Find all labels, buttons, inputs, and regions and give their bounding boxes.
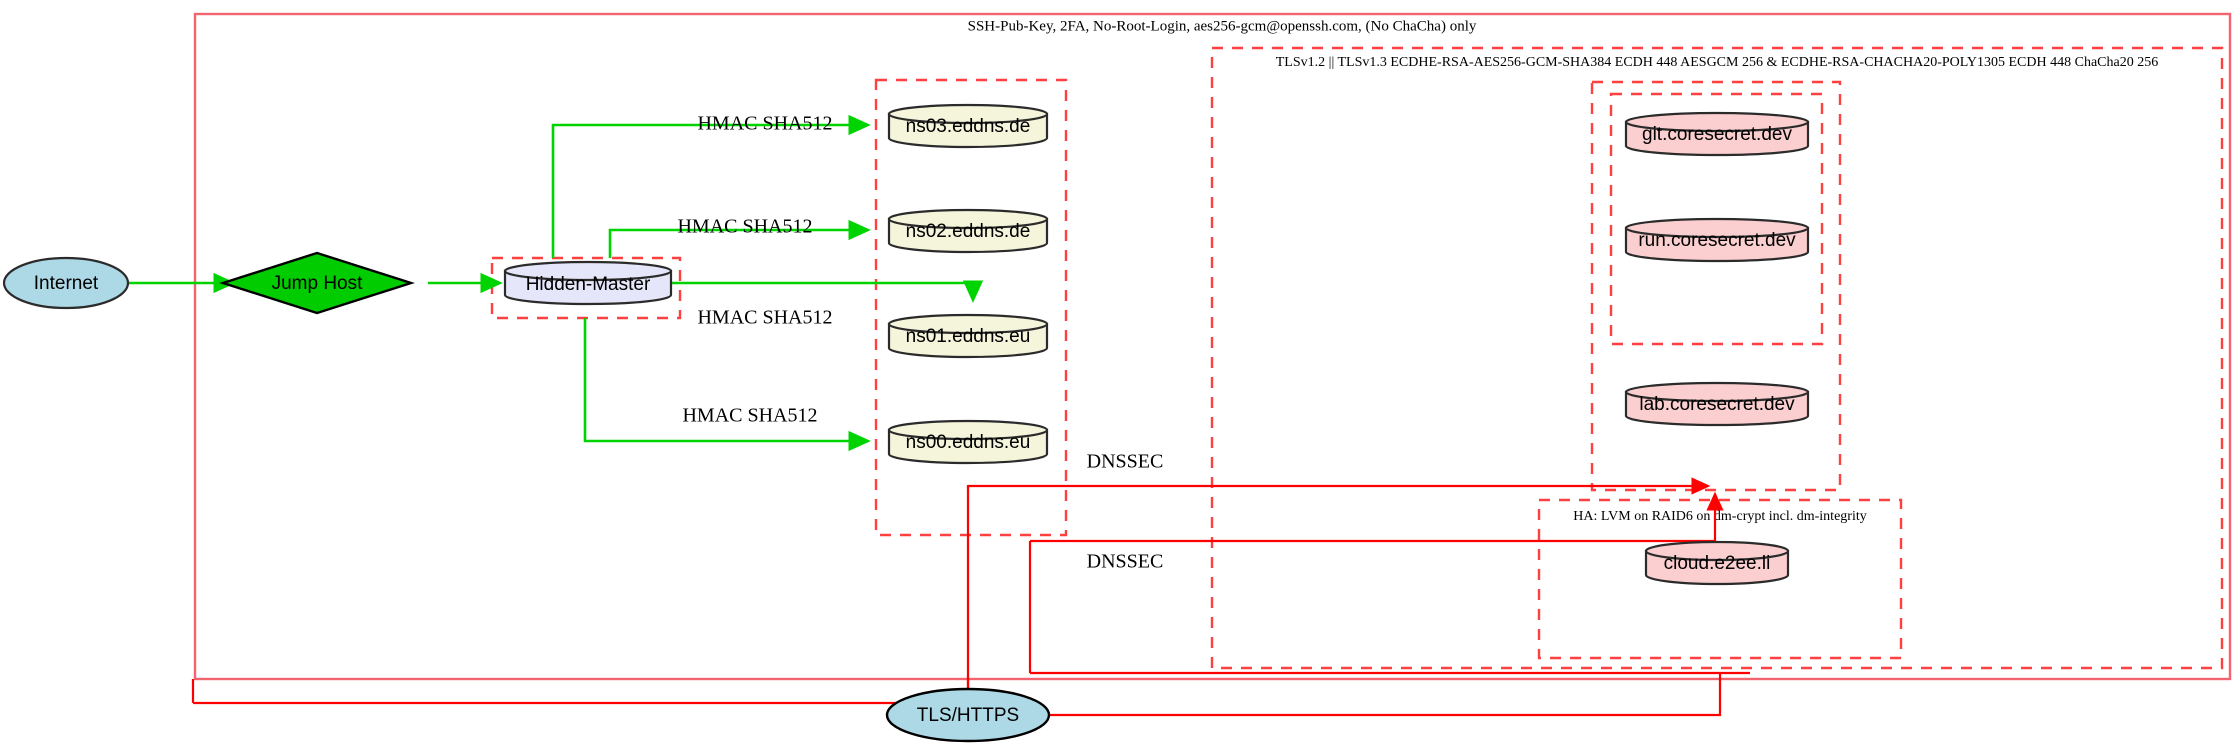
edge-dnssec-upper: DNSSEC: [191, 451, 1711, 705]
cluster-coresecret: [1590, 80, 1842, 492]
edge-hm-to-ns02: HMAC SHA512: [608, 216, 871, 258]
edge-label-hmac-ns00: HMAC SHA512: [682, 405, 817, 427]
cluster-label-ha: HA: LVM on RAID6 on dm-crypt incl. dm-in…: [1573, 509, 1866, 524]
node-ns01[interactable]: ns01.eddns.eu: [887, 313, 1049, 359]
edge-label-hmac-ns01: HMAC SHA512: [697, 307, 832, 329]
cluster-label-tls: TLSv1.2 || TLSv1.3 ECDHE-RSA-AES256-GCM-…: [1276, 55, 2158, 70]
node-ns03[interactable]: ns03.eddns.de: [887, 103, 1049, 149]
node-lab-coresecret[interactable]: lab.coresecret.dev: [1624, 381, 1810, 427]
node-label-ns02: ns02.eddns.de: [906, 221, 1031, 242]
cluster-tls: TLSv1.2 || TLSv1.3 ECDHE-RSA-AES256-GCM-…: [1210, 46, 2224, 670]
node-ns02[interactable]: ns02.eddns.de: [887, 208, 1049, 254]
node-git-coresecret[interactable]: git.coresecret.dev: [1624, 111, 1810, 157]
node-label-ns00: ns00.eddns.eu: [906, 432, 1031, 453]
node-label-internet: Internet: [34, 273, 99, 294]
node-label-jump-host: Jump Host: [272, 273, 364, 294]
node-label-git: git.coresecret.dev: [1642, 124, 1792, 145]
node-tls-https[interactable]: TLS/HTTPS: [885, 687, 1051, 743]
edge-label-dnssec-lower: DNSSEC: [1087, 551, 1164, 573]
edge-label-hmac-ns03: HMAC SHA512: [697, 113, 832, 135]
node-run-coresecret[interactable]: run.coresecret.dev: [1624, 217, 1810, 263]
node-label-ns01: ns01.eddns.eu: [906, 326, 1031, 347]
node-label-lab: lab.coresecret.dev: [1639, 394, 1795, 415]
node-ns00[interactable]: ns00.eddns.eu: [887, 419, 1049, 465]
node-hidden-master[interactable]: Hidden-Master: [503, 260, 673, 306]
node-label-tls-https: TLS/HTTPS: [917, 705, 1019, 726]
node-label-cloud: cloud.e2ee.li: [1664, 553, 1771, 574]
node-label-ns03: ns03.eddns.de: [906, 116, 1031, 137]
edge-hm-to-ns00: HMAC SHA512: [583, 318, 871, 452]
edge-hm-to-ns01: HMAC SHA512: [670, 280, 984, 329]
edge-label-hmac-ns02: HMAC SHA512: [677, 216, 812, 238]
cluster-git-run: [1609, 92, 1824, 346]
cluster-nameservers: [874, 78, 1068, 537]
cluster-ssh-outer: SSH-Pub-Key, 2FA, No-Root-Login, aes256-…: [193, 12, 2232, 681]
node-label-hidden-master: Hidden-Master: [526, 274, 651, 295]
node-internet[interactable]: Internet: [2, 256, 130, 310]
node-cloud-e2ee[interactable]: cloud.e2ee.li: [1644, 540, 1790, 586]
node-jump-host[interactable]: Jump Host: [219, 251, 415, 315]
cluster-label-ssh: SSH-Pub-Key, 2FA, No-Root-Login, aes256-…: [968, 18, 1477, 34]
edge-hm-to-ns03: HMAC SHA512: [551, 113, 871, 258]
node-label-run: run.coresecret.dev: [1638, 230, 1796, 251]
edge-label-dnssec-upper: DNSSEC: [1087, 451, 1164, 473]
